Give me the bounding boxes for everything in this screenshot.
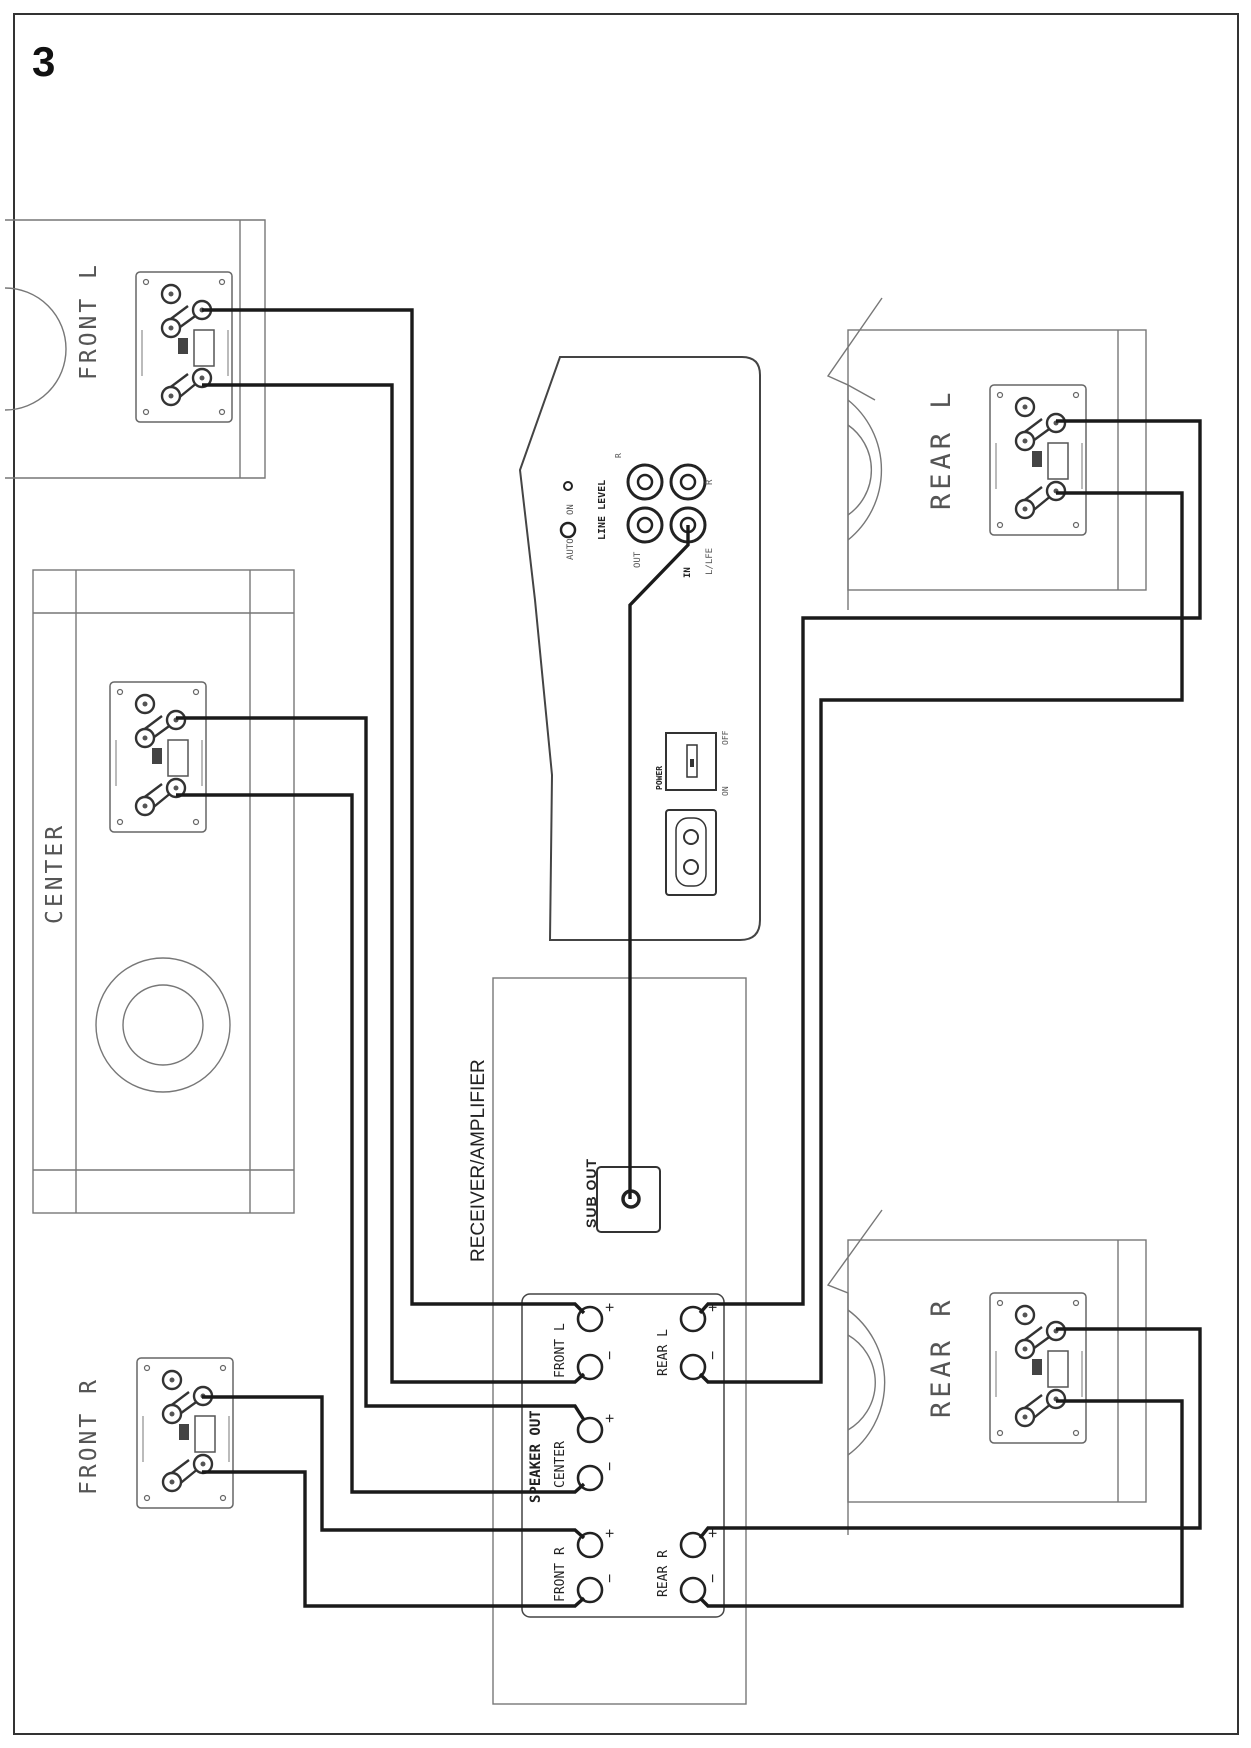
receiver-title: RECEIVER/AMPLIFIER bbox=[468, 1059, 489, 1262]
front-r-minus-sign: − bbox=[602, 1574, 619, 1583]
wire-rear-r-minus bbox=[698, 1399, 1184, 1608]
rcv-center-label: CENTER bbox=[553, 1441, 568, 1488]
wire-center-plus bbox=[176, 716, 586, 1421]
standby-led-icon bbox=[563, 481, 573, 491]
front-l-plus-sign: + bbox=[602, 1303, 619, 1312]
wire-front-r-plus bbox=[202, 1395, 586, 1540]
figure-number: 3 bbox=[32, 38, 56, 85]
front-l-minus-sign: − bbox=[602, 1351, 619, 1360]
rcv-front-r-label: FRONT R bbox=[553, 1547, 568, 1602]
center-minus-sign: − bbox=[602, 1462, 619, 1471]
rear-l-label: REAR L bbox=[926, 388, 957, 510]
wire-front-l-minus bbox=[202, 383, 586, 1384]
receiver-amplifier: RECEIVER/AMPLIFIER SUB OUT SPEAKER OUT F… bbox=[468, 977, 747, 1705]
center-label: CENTER bbox=[42, 823, 68, 924]
speaker-wires bbox=[176, 308, 1202, 1608]
wire-rear-l-minus bbox=[698, 491, 1184, 1384]
jack-out-label: OUT bbox=[633, 551, 643, 568]
rear-l-minus-sign: − bbox=[705, 1351, 722, 1360]
rear-r-minus-terminal[interactable] bbox=[679, 1576, 707, 1604]
power-off-label: OFF bbox=[721, 730, 730, 745]
rear-l-minus-terminal[interactable] bbox=[679, 1353, 707, 1381]
front-l-speaker: FRONT L bbox=[4, 219, 266, 479]
front-r-label: FRONT R bbox=[76, 1377, 102, 1495]
wire-rear-r-plus bbox=[698, 1327, 1202, 1540]
line-level-jacks bbox=[626, 463, 707, 544]
jack-r-top-label: R bbox=[614, 453, 623, 458]
wire-rear-l-plus bbox=[698, 419, 1202, 1315]
rear-r-plus-sign: + bbox=[705, 1529, 722, 1538]
center-speaker: CENTER bbox=[32, 569, 295, 1214]
speaker-out-panel bbox=[521, 1293, 725, 1618]
rear-l-plus-terminal[interactable] bbox=[679, 1305, 707, 1333]
center-plus-terminal[interactable] bbox=[576, 1416, 604, 1444]
power-label: POWER bbox=[655, 766, 664, 790]
jack-r-label: R bbox=[705, 479, 715, 485]
front-r-minus-terminal[interactable] bbox=[576, 1576, 604, 1604]
front-r-speaker: FRONT R bbox=[76, 1356, 235, 1510]
front-r-plus-terminal[interactable] bbox=[576, 1531, 604, 1559]
on-label: ON bbox=[566, 504, 576, 515]
rcv-front-l-label: FRONT L bbox=[553, 1323, 568, 1378]
auto-on-switch[interactable] bbox=[559, 521, 577, 539]
auto-label: AUTO bbox=[566, 538, 576, 560]
sub-out-label: SUB OUT bbox=[583, 1158, 599, 1228]
front-l-label: FRONT L bbox=[76, 262, 102, 380]
rear-r-label: REAR R bbox=[926, 1296, 957, 1418]
speaker-out-label: SPEAKER OUT bbox=[528, 1410, 544, 1503]
wire-sub-lfe bbox=[628, 525, 690, 1199]
power-on-label: ON bbox=[721, 786, 730, 796]
front-l-minus-terminal[interactable] bbox=[576, 1353, 604, 1381]
line-level-label: LINE LEVEL bbox=[597, 480, 608, 540]
wire-front-r-minus bbox=[202, 1470, 586, 1608]
rear-l-speaker: REAR L bbox=[826, 297, 1147, 610]
rear-r-plus-terminal[interactable] bbox=[679, 1531, 707, 1559]
page-frame bbox=[13, 13, 1239, 1735]
subwoofer-panel: AUTO ON LINE LEVEL R R OUT L/LFE IN POWE… bbox=[518, 356, 761, 941]
rear-l-plus-sign: + bbox=[705, 1303, 722, 1312]
jack-in-label: IN bbox=[683, 567, 693, 578]
wire-center-minus bbox=[176, 793, 586, 1494]
wire-front-l-plus bbox=[202, 308, 586, 1315]
rear-r-speaker: REAR R bbox=[826, 1209, 1147, 1535]
rcv-rear-r-label: REAR R bbox=[656, 1550, 671, 1597]
front-r-plus-sign: + bbox=[602, 1529, 619, 1538]
rear-r-minus-sign: − bbox=[705, 1574, 722, 1583]
center-plus-sign: + bbox=[602, 1414, 619, 1423]
jack-lfe-label: L/LFE bbox=[705, 548, 715, 575]
rcv-rear-l-label: REAR L bbox=[656, 1329, 671, 1376]
